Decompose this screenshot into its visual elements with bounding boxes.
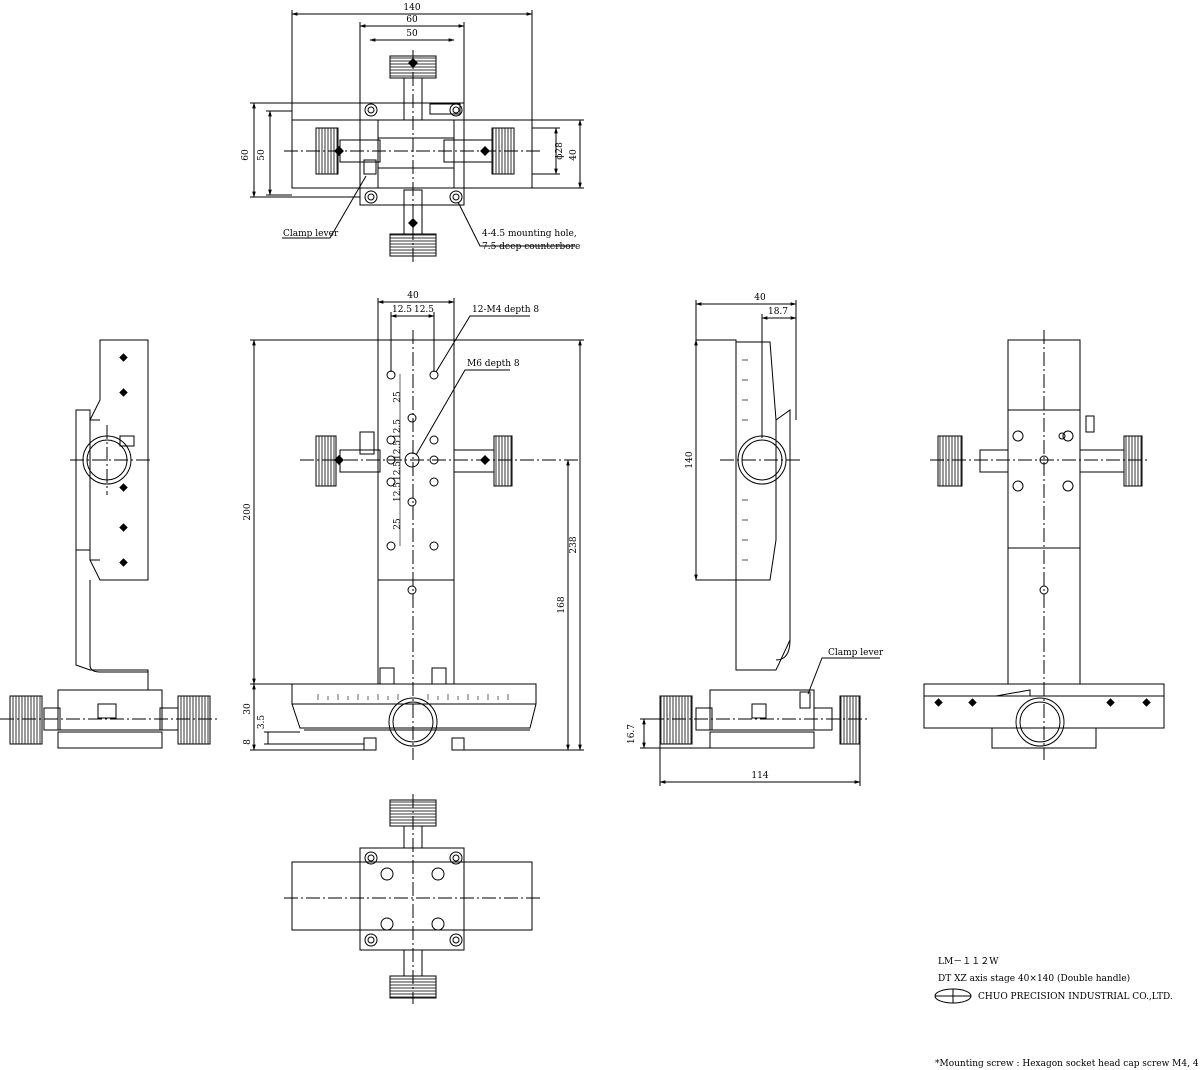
front-dim-3-5: 3.5 — [257, 715, 267, 730]
side-dim-18-7: 18.7 — [768, 307, 788, 317]
bottom-view — [284, 794, 540, 1004]
top-view — [250, 10, 584, 262]
dim-40-top: 40 — [569, 149, 579, 161]
rear-view — [923, 330, 1165, 760]
front-dim-12-5-e: 12.5 — [393, 461, 403, 481]
product-description: DT XZ axis stage 40×140 (Double handle) — [938, 973, 1130, 984]
company-logo — [934, 988, 972, 1004]
front-dim-12-5-d: 12.5 — [393, 440, 403, 460]
front-dim-12-5-b: 12.5 — [414, 305, 434, 315]
front-dim-238: 238 — [569, 536, 579, 553]
dim-50: 50 — [406, 29, 418, 39]
right-side-view — [640, 300, 880, 786]
front-dim-8: 8 — [243, 739, 253, 745]
m4-label: 12-M4 depth 8 — [472, 305, 539, 315]
top-carriage — [359, 102, 465, 206]
mounting-screw-note: *Mounting screw : Hexagon socket head ca… — [935, 1059, 1200, 1069]
front-dim-12-5-c: 12.5 — [393, 419, 403, 439]
front-dim-30: 30 — [243, 703, 253, 715]
side-dim-16-7: 16.7 — [627, 724, 637, 744]
front-dim-25-a: 25 — [393, 391, 403, 403]
clamp-lever-label: Clamp lever — [283, 229, 339, 239]
front-dim-12-5-f: 12.5 — [393, 482, 403, 502]
dim-60-side: 60 — [241, 149, 251, 161]
model-number: LM－１１２W — [938, 957, 999, 967]
dim-60: 60 — [406, 15, 418, 25]
front-dim-40: 40 — [407, 291, 419, 301]
left-side-view — [0, 339, 220, 749]
side-clamp-lever-label: Clamp lever — [828, 648, 884, 658]
dim-50-side: 50 — [257, 149, 267, 161]
side-dim-40: 40 — [754, 293, 766, 303]
side-dim-140: 140 — [685, 451, 695, 468]
dim-phi28: ϕ28 — [555, 142, 565, 160]
front-view — [250, 298, 584, 760]
counterbore-label: 7.5 deep counterbore — [482, 242, 580, 252]
dim-140: 140 — [403, 3, 420, 13]
m6-label: M6 depth 8 — [467, 359, 520, 369]
front-dim-25-b: 25 — [393, 518, 403, 530]
side-dim-114: 114 — [751, 771, 768, 781]
front-dim-200: 200 — [243, 503, 253, 520]
company-name: CHUO PRECISION INDUSTRIAL CO.,LTD. — [978, 992, 1173, 1002]
mounting-hole-label: 4-4.5 mounting hole, — [482, 229, 577, 239]
front-dim-168: 168 — [557, 596, 567, 613]
front-dim-12-5-a: 12.5 — [392, 305, 412, 315]
